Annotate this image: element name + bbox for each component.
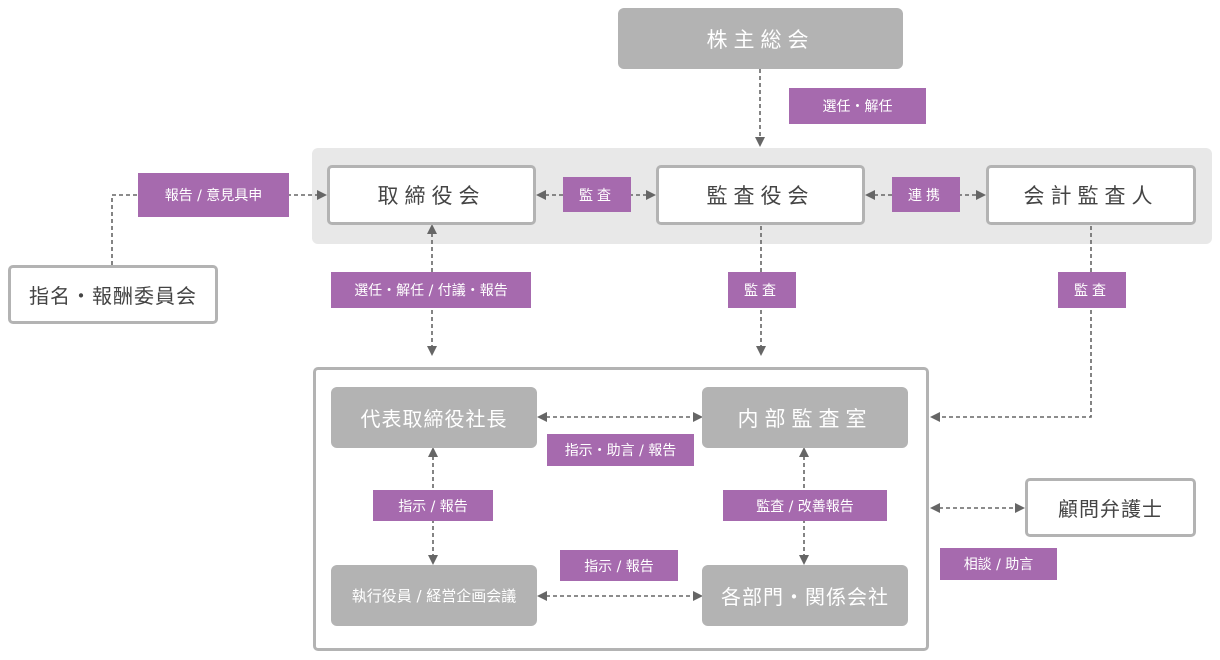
node-board: 取締役会 — [327, 165, 536, 225]
node-executive-meeting: 執行役員 / 経営企画会議 — [331, 565, 537, 626]
label-elect-dismiss-report: 選任・解任 / 付議・報告 — [331, 272, 531, 308]
node-departments: 各部門・関係会社 — [702, 565, 908, 626]
node-audit-board: 監査役会 — [656, 165, 865, 225]
label-audit-improvement: 監査 / 改善報告 — [723, 490, 887, 521]
node-legal-advisor: 顧問弁護士 — [1025, 478, 1196, 537]
label-consult-advise: 相談 / 助言 — [940, 548, 1057, 580]
label-instruct-advise-report: 指示・助言 / 報告 — [547, 434, 694, 466]
node-president: 代表取締役社長 — [331, 387, 537, 448]
line-accounting-execution — [930, 226, 1092, 422]
label-audit-center: 監査 — [728, 272, 796, 308]
label-elect-dismiss: 選任・解任 — [789, 88, 926, 124]
label-report-opinion: 報告 / 意見具申 — [138, 173, 289, 217]
label-instruct-report-left: 指示 / 報告 — [373, 490, 493, 521]
label-instruct-report-bottom: 指示 / 報告 — [560, 550, 678, 581]
label-audit-right: 監査 — [1058, 272, 1126, 308]
label-audit-board-to-board: 監査 — [563, 177, 631, 212]
node-nomination-committee: 指名・報酬委員会 — [8, 265, 218, 324]
label-coordination: 連携 — [892, 177, 960, 212]
node-internal-audit: 内部監査室 — [702, 387, 908, 448]
node-accounting-auditor: 会計監査人 — [986, 165, 1196, 225]
node-shareholders: 株主総会 — [618, 8, 903, 69]
